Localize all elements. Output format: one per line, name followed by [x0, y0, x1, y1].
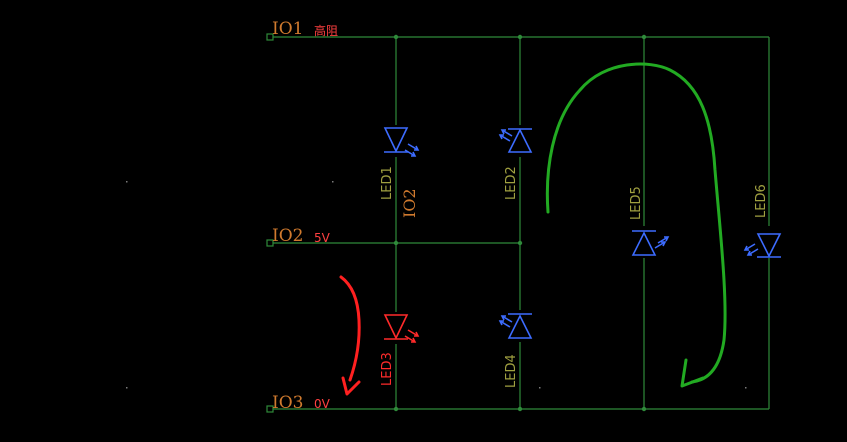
- led4-diode-icon: [507, 314, 533, 339]
- led4-ref: LED4: [504, 354, 519, 388]
- net-label-io3: IO3: [272, 393, 303, 413]
- led2[interactable]: LED2: [498, 125, 533, 200]
- red-current-arrow: [339, 275, 361, 396]
- led3-diode-icon: [383, 314, 409, 340]
- green-sneak-arrow: [545, 62, 727, 388]
- vertical-label-io2: IO2: [400, 188, 419, 218]
- led1-diode-icon: [383, 127, 409, 153]
- net-label-io1: IO1: [272, 19, 303, 39]
- net-note-io2: 5V: [314, 231, 331, 245]
- led3-ref: LED3: [380, 352, 395, 386]
- led1[interactable]: LED1: [380, 125, 420, 200]
- led3[interactable]: LED3: [380, 312, 420, 386]
- junctions: [393, 34, 647, 412]
- net-note-io3: 0V: [314, 397, 331, 411]
- net-note-io1: 高阻: [314, 23, 338, 38]
- led2-ref: LED2: [504, 166, 519, 200]
- net-io1[interactable]: IO1 高阻: [266, 19, 338, 41]
- net-label-io2: IO2: [272, 226, 303, 246]
- led4[interactable]: LED4: [498, 310, 533, 388]
- led6-ref: LED6: [754, 184, 769, 218]
- net-io3[interactable]: IO3 0V: [266, 393, 331, 413]
- led2-diode-icon: [507, 128, 533, 153]
- led5-ref: LED5: [629, 186, 644, 220]
- led1-ref: LED1: [380, 166, 395, 200]
- led6-diode-icon: [756, 233, 782, 258]
- led5-diode-icon: [631, 231, 657, 256]
- led6[interactable]: LED6: [743, 184, 782, 258]
- led5[interactable]: LED5: [629, 186, 670, 258]
- grid-dots: [126, 181, 747, 389]
